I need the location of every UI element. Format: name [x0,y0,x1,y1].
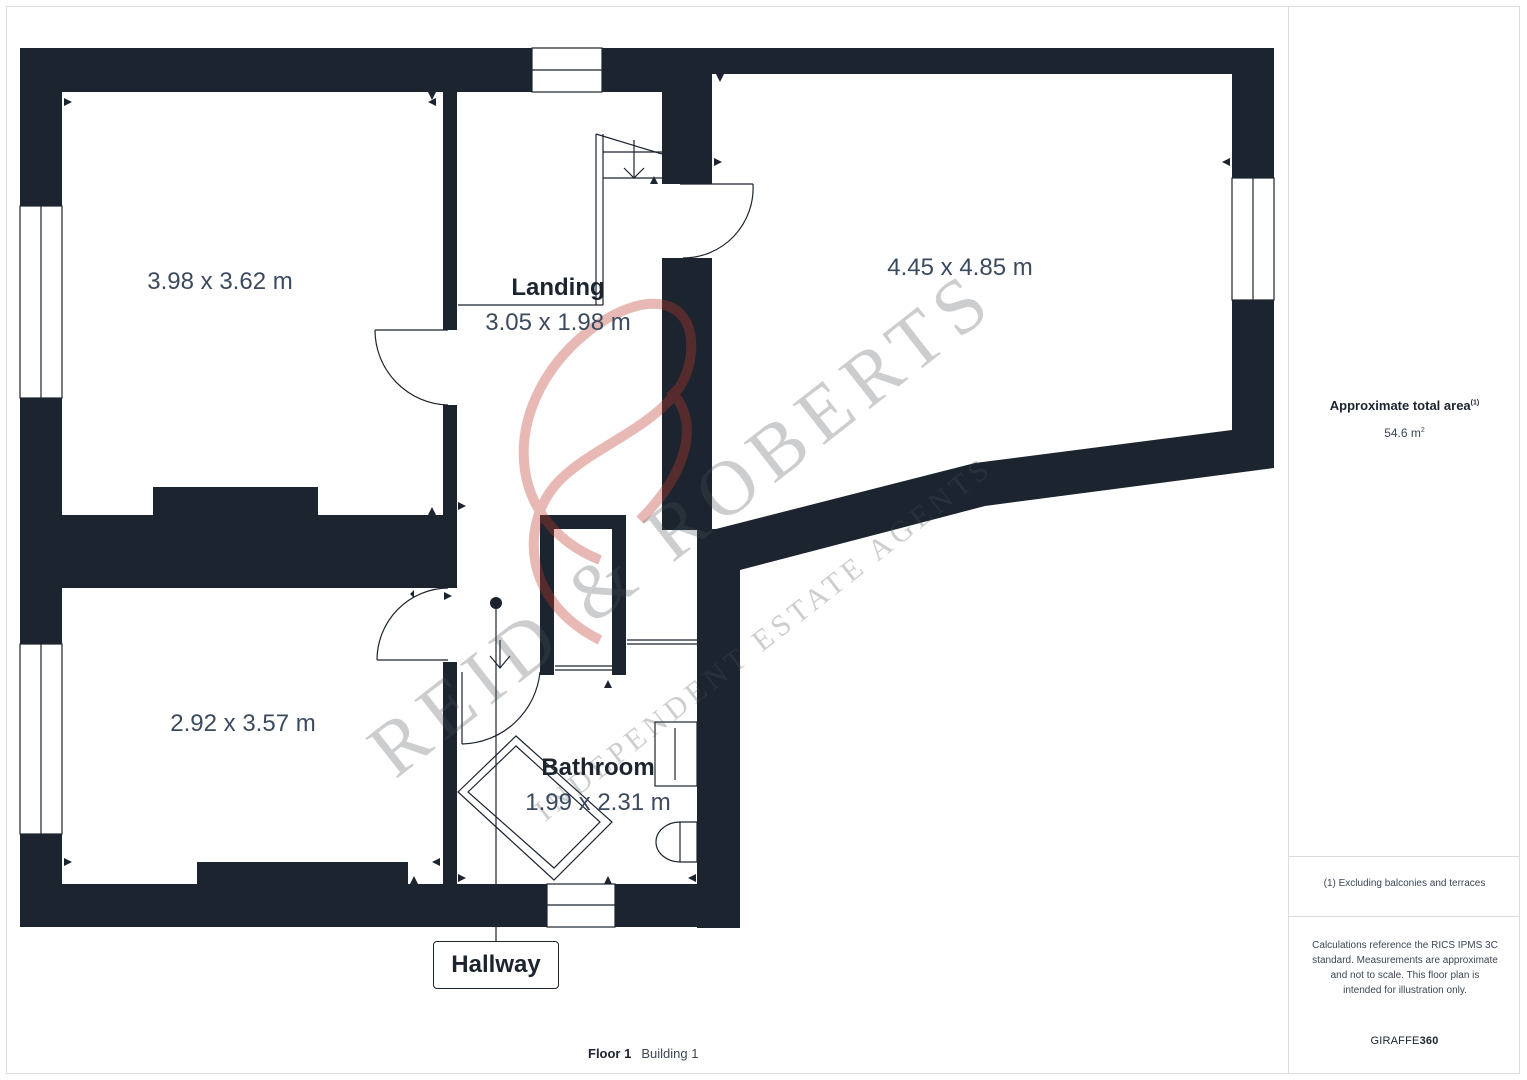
wall-bottom-1 [20,884,547,927]
stairs [458,133,663,942]
wall-right-slanted [697,430,1274,928]
door-arc-room-right [682,183,754,259]
bathtub [457,735,613,881]
area-footnote-marker: (1) [1470,399,1480,407]
chimney-breast-bottom [197,862,408,886]
area-footnote: (1) Excluding balconies and terraces [1323,878,1486,889]
door-arc-bedroom-1 [374,329,449,406]
wall-top-mid [602,48,1274,74]
wall-landing-right [662,258,712,530]
wall-top-mid-b [602,48,662,92]
area-title-text: Approximate total area [1329,398,1471,413]
landing-name: Landing [511,274,604,301]
brand-suffix: 360 [1419,1035,1439,1047]
floor-label: Floor 1 [588,1046,632,1061]
room-bottom-left-dimensions: 2.92 x 3.57 m [170,710,315,737]
wall-mid-horizontal [20,515,457,588]
landing-dimensions: 3.05 x 1.98 m [485,309,630,336]
building-label: Building 1 [641,1046,699,1061]
walls [20,48,1274,928]
page-frame [6,6,1520,1074]
wall-bath-inner [612,515,626,675]
wall-bath-top [540,515,626,529]
wall-right-1 [1232,48,1274,178]
wall-vertical-left-a [443,92,457,330]
wall-left-1 [20,48,62,206]
disclaimer: Calculations reference the RICS IPMS 3C … [1312,940,1498,996]
dimension-markers [64,74,1230,884]
door-arc-bathroom [461,671,541,745]
summary-divider-1 [1289,856,1520,857]
wall-vertical-left-b [443,405,457,588]
room-top-left-dimensions: 3.98 x 3.62 m [147,268,292,295]
floor-plan: REID & ROBERTS INDEPENDENT ESTATE AGENTS… [19,47,1275,942]
bathroom-name: Bathroom [541,754,654,781]
hallway-label: Hallway [433,941,559,989]
chimney-breast-top [153,487,318,517]
giraffe360-logo: GIRAFFE360 [1289,1035,1520,1047]
area-value-text: 54.6 m [1384,426,1421,440]
watermark-monogram [518,299,697,645]
basin [654,721,698,787]
brand-prefix: GIRAFFE [1370,1035,1420,1047]
area-title: Approximate total area(1) [1289,398,1520,413]
bathroom-dimensions: 1.99 x 2.31 m [525,789,670,816]
room-right-dimensions: 4.45 x 4.85 m [887,254,1032,281]
area-value: 54.6 m2 [1289,426,1520,440]
wall-landing-right-top [662,74,712,184]
doors [374,183,754,745]
summary-divider-2 [1289,916,1520,917]
door-arc-bedroom-2 [376,587,449,661]
area-unit-sup: 2 [1420,427,1425,434]
floor-caption: Floor 1 Building 1 [588,1046,698,1061]
bathroom-fixtures [457,639,698,881]
wall-bath-left [540,515,554,675]
wall-top-left [20,48,532,92]
wall-vertical-left-c [443,662,457,886]
wall-bath-right [697,529,740,928]
windows [19,47,1275,928]
summary-panel: Approximate total area(1) 54.6 m2 (1) Ex… [1288,6,1520,1074]
toilet [655,821,698,863]
